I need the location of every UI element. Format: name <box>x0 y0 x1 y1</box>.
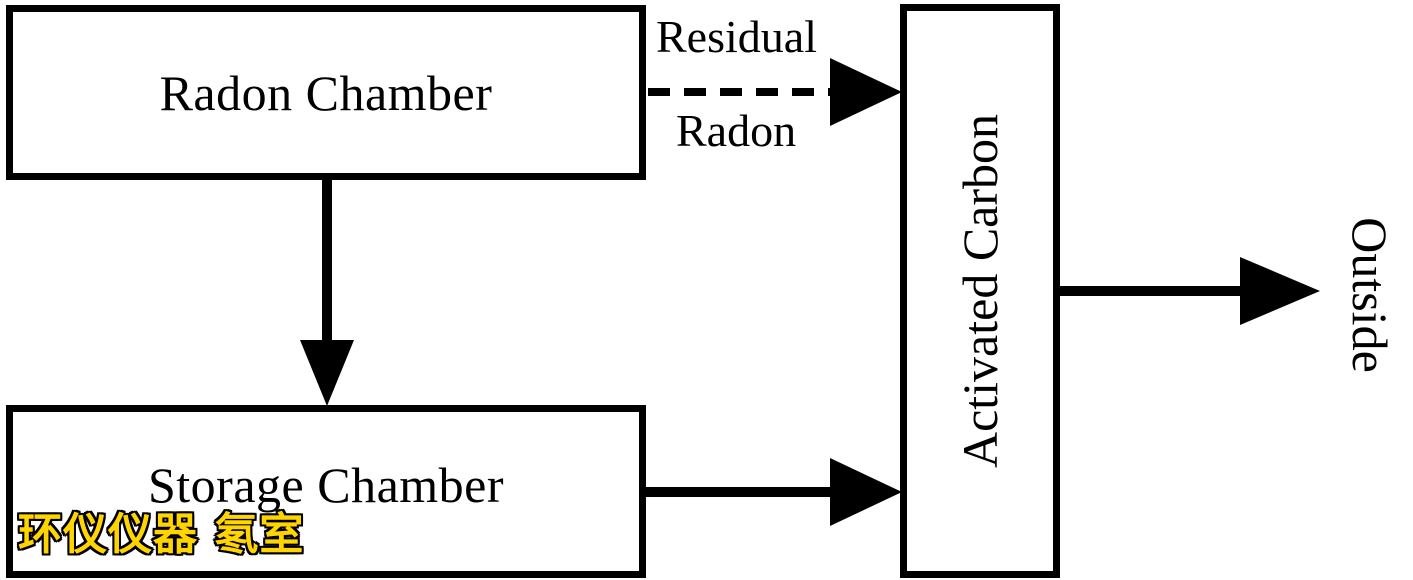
node-activated-carbon-label: Activated Carbon <box>952 113 1008 469</box>
arrowhead-right-storage-icon <box>830 458 902 526</box>
edge-storage-to-carbon-line <box>645 487 837 497</box>
terminal-outside-label: Outside <box>1342 217 1399 373</box>
node-activated-carbon[interactable]: Activated Carbon <box>900 4 1060 578</box>
edge-label-residual: Residual <box>656 11 817 62</box>
edge-residual-radon-dashed-line <box>648 88 838 96</box>
edge-chamber-to-storage-line <box>322 175 332 345</box>
node-radon-chamber-label: Radon Chamber <box>159 64 493 121</box>
node-activated-carbon-label-wrap: Activated Carbon <box>907 11 1053 571</box>
arrowhead-right-outside-icon <box>1240 257 1320 325</box>
arrowhead-down-icon <box>300 340 354 406</box>
node-storage-chamber[interactable]: Storage Chamber <box>6 405 646 578</box>
node-radon-chamber[interactable]: Radon Chamber <box>6 5 646 180</box>
edge-carbon-to-outside-line <box>1058 286 1246 296</box>
node-storage-chamber-label: Storage Chamber <box>147 456 504 513</box>
watermark-text: 环仪仪器 氡室 <box>16 509 305 560</box>
arrowhead-right-residual-icon <box>830 58 902 126</box>
terminal-outside: Outside <box>1330 180 1410 410</box>
edge-label-radon: Radon <box>676 105 797 156</box>
